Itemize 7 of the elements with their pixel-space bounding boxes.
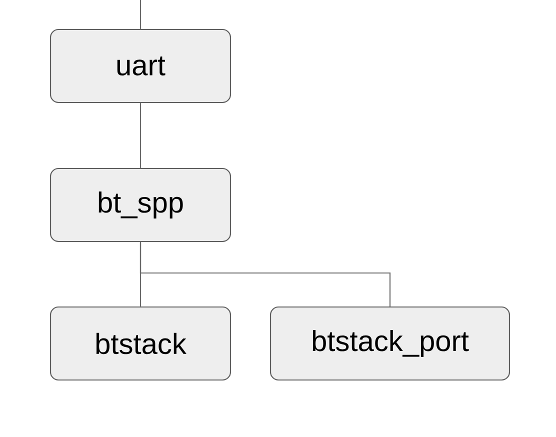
connector-line: [140, 0, 142, 29]
module-box: uart: [50, 28, 232, 104]
module-box: btstack_port: [270, 306, 510, 381]
connector-line: [140, 103, 142, 168]
module-box: btstack: [50, 306, 232, 381]
connector-line: [140, 242, 391, 306]
module-box: bt_spp: [50, 168, 232, 242]
